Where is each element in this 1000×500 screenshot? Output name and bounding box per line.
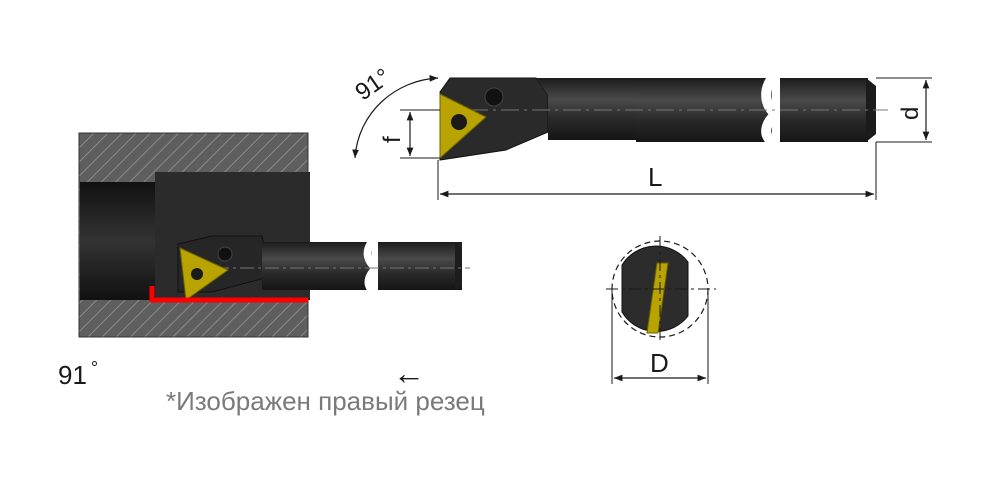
insert-triangle — [179, 247, 229, 301]
clamp-screw-icon — [217, 246, 233, 262]
boring-bar-in-bore — [177, 235, 470, 301]
angle-unit: ° — [90, 358, 99, 378]
workpiece-section — [78, 132, 310, 338]
angle-label-bottom: 91° — [58, 358, 99, 391]
angle-value: 91 — [58, 360, 87, 390]
clamp-screw-main-icon — [484, 87, 504, 107]
dimension-d-label: d — [897, 107, 924, 120]
insert-screw-main-icon — [451, 114, 467, 130]
feed-direction-arrow-icon: ← — [393, 355, 425, 391]
insert-edge — [646, 262, 669, 334]
dimension-f-label: f — [379, 136, 406, 143]
boring-bar-main — [439, 75, 888, 161]
cutting-path — [149, 286, 308, 303]
dimension-L: L — [437, 142, 877, 200]
dimension-f: f — [379, 109, 440, 159]
cross-section-view: D — [606, 236, 716, 384]
insert-screw-icon — [191, 268, 203, 280]
angle-top-label: 91° — [350, 63, 395, 106]
dimension-L-label: L — [648, 162, 662, 192]
caption-text: *Изображен правый резец — [166, 386, 485, 416]
dimension-D-label: D — [650, 348, 669, 378]
dimension-d: d — [876, 77, 932, 143]
